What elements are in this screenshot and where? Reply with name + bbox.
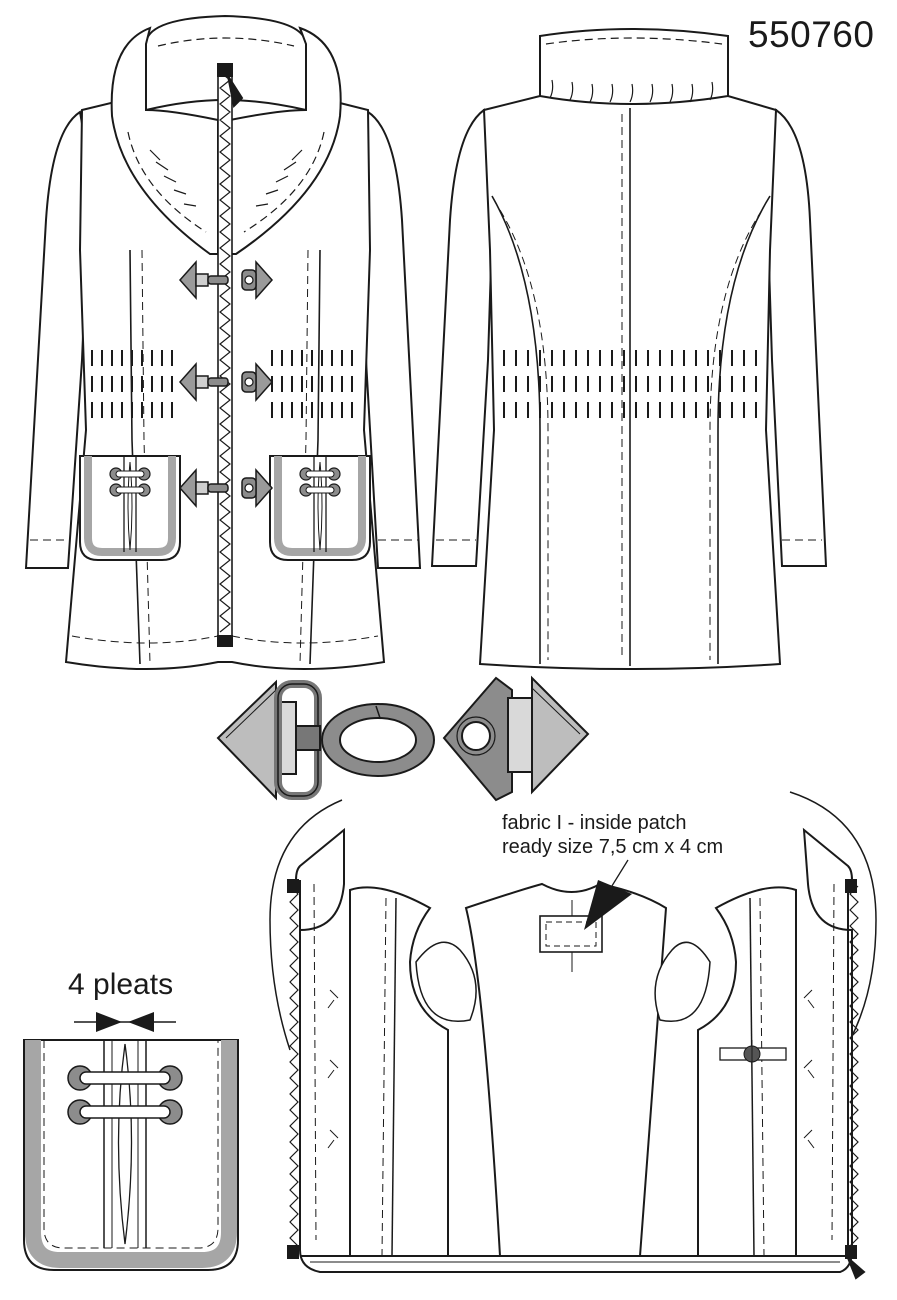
- front-right-sleeve: [356, 110, 422, 569]
- pattern-number: 550760: [748, 14, 875, 55]
- patch-pointer-arrow: [584, 880, 632, 930]
- toggle-detail-right-wedge: [531, 675, 590, 795]
- toggle-detail: [216, 675, 590, 802]
- front-view: [24, 14, 422, 670]
- front-shawl-collar-right: [229, 26, 342, 255]
- front-left-sleeve: [24, 110, 92, 569]
- pocket-detail: [23, 1012, 239, 1271]
- front-pocket-left: [80, 456, 180, 560]
- back-view: [430, 28, 828, 670]
- back-right-sleeve: [764, 108, 828, 567]
- inside-patch-label-line2: ready size 7,5 cm x 4 cm: [502, 836, 724, 858]
- front-pocket-right: [270, 456, 370, 560]
- pleats-label: 4 pleats: [68, 968, 174, 1001]
- back-left-sleeve: [430, 108, 496, 567]
- front-shawl-collar-left: [110, 26, 219, 255]
- toggle-detail-left-wedge: [216, 679, 277, 801]
- inside-view: [269, 791, 877, 1280]
- inside-patch-label-line1: fabric I - inside patch: [502, 812, 687, 834]
- back-collar: [539, 28, 729, 105]
